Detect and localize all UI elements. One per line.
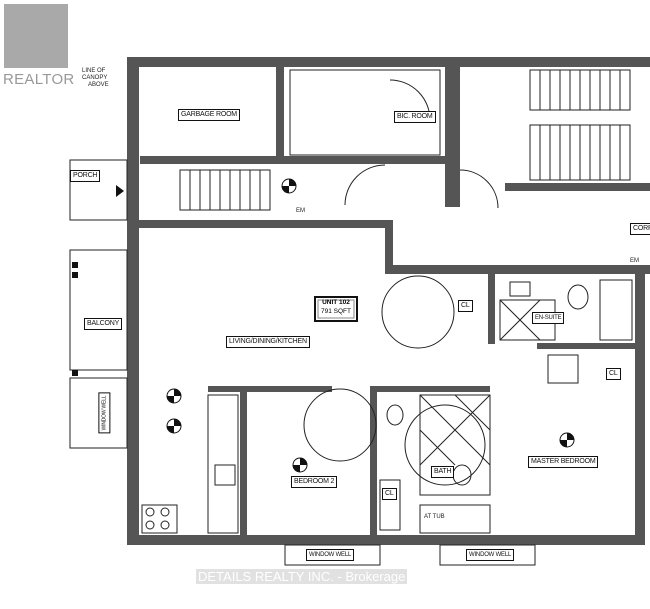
canopy-line-1: LINE OF [82, 68, 106, 74]
room-porch: PORCH [70, 170, 101, 182]
room-bedroom2: BEDROOM 2 [291, 476, 338, 488]
realtor-logo-text: REALTOR [3, 71, 75, 88]
window-well-1: WINDOW WELL [306, 549, 355, 561]
closet-1: CL [458, 300, 473, 312]
room-ensuite: EN-SUITE [532, 312, 565, 324]
window-well-2: WINDOW WELL [466, 549, 515, 561]
closet-2: CL [606, 368, 621, 380]
watermark-suffix: Brokerage [345, 569, 406, 584]
watermark-company: DETAILS REALTY INC. [198, 569, 334, 584]
wall-living-step [385, 220, 393, 270]
wall-mid [385, 265, 650, 274]
wall-bath-top [370, 386, 490, 392]
window-well-left: WINDOW WELL [98, 392, 111, 434]
realtor-logo [4, 4, 68, 68]
em-label: EM [630, 258, 639, 264]
wall-right [635, 274, 645, 545]
wall-bottom [127, 535, 642, 545]
room-garbage: GARBAGE ROOM [178, 109, 240, 121]
wall-living-top [127, 220, 390, 228]
fixtures [69, 69, 633, 566]
room-bath: BATH [431, 466, 455, 478]
room-master-bedroom: MASTER BEDROOM [528, 456, 599, 468]
wall-left [127, 57, 139, 545]
room-balcony: BALCONY [84, 318, 123, 330]
wall-bath-left [370, 386, 377, 536]
unit-name: UNIT 102 [322, 299, 350, 306]
canopy-line-2: CANOPY [82, 75, 108, 81]
wall-corridor [445, 57, 460, 207]
tub-label: AT TUB [424, 514, 445, 520]
room-corridor: CORR [630, 223, 650, 235]
wall-top-right [460, 57, 650, 67]
wall-closet-top [585, 343, 637, 349]
wall-ensuite-left [488, 274, 495, 344]
ceiling-fixtures [72, 178, 575, 473]
wall-top [127, 57, 445, 67]
closet-3: CL [382, 488, 397, 500]
wall-garbage-bottom [140, 156, 445, 164]
wall-garbage-right [276, 67, 284, 157]
canopy-note: LINE OF CANOPY ABOVE [82, 68, 109, 89]
room-living: LIVING/DINING/KITCHEN [226, 336, 310, 348]
em-label: EM [296, 208, 305, 214]
canopy-line-3: ABOVE [88, 82, 109, 88]
wall-bedroom2-left [240, 386, 247, 536]
wall-ensuite-bottom [537, 343, 585, 349]
unit-area: 791 SQFT [321, 308, 351, 315]
watermark: DETAILS REALTY INC. - Brokerage [196, 569, 408, 584]
wall-stair-bottom [505, 183, 650, 191]
walls [127, 57, 650, 545]
wall-bedroom2-top [208, 386, 332, 392]
unit-label: UNIT 102 791 SQFT [314, 296, 358, 322]
room-bic: BIC. ROOM [394, 111, 436, 123]
